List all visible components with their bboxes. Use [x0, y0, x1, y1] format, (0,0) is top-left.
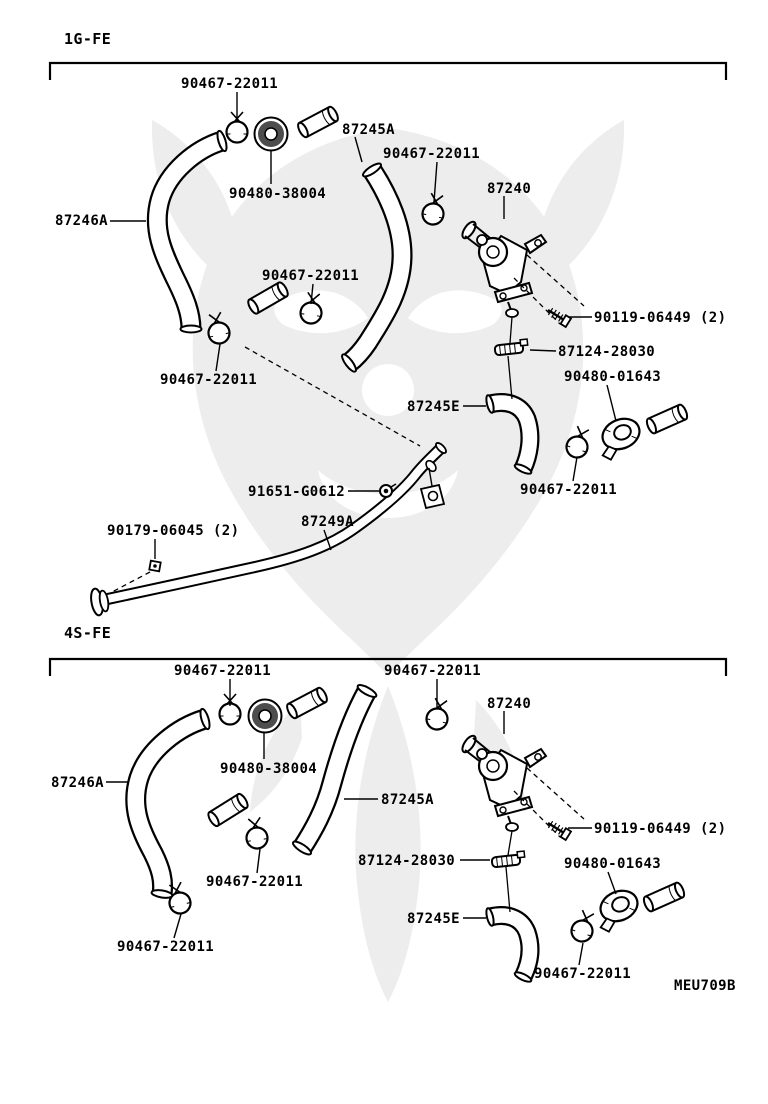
frame-top: [48, 61, 728, 80]
part-label: 90467-22011: [262, 268, 360, 284]
heater-hose-87246A: [146, 129, 228, 334]
section-1g-fe-drawing: [90, 92, 690, 617]
nut-icon: [148, 559, 162, 573]
frame-bottom: [48, 657, 728, 676]
part-label: 87245A: [381, 792, 434, 808]
plate-grommet-icon: [591, 412, 648, 464]
connector-lines: [505, 830, 513, 913]
plate-grommet-icon: [589, 884, 646, 936]
dashed-assembly-lines: [513, 767, 585, 838]
part-label: 90119-06449 (2): [594, 310, 727, 326]
part-label: 90467-22011: [181, 76, 279, 92]
part-label: 90119-06449 (2): [594, 821, 727, 837]
part-label: 90467-22011: [520, 482, 618, 498]
pipe-stub-icon: [295, 104, 341, 140]
elbow-hose-87245E: [485, 393, 540, 475]
hose-clamp-icon: [242, 815, 270, 851]
figure-code: MEU709B: [674, 978, 736, 994]
pipe-stub-icon: [641, 880, 687, 914]
part-label: 90467-22011: [117, 939, 215, 955]
part-label: 90480-01643: [564, 369, 662, 385]
hose-clamp-icon: [423, 696, 453, 733]
part-label: 87246A: [51, 775, 104, 791]
part-label: 87245A: [342, 122, 395, 138]
heater-hose-87245A: [341, 162, 413, 373]
part-label: 90480-38004: [220, 761, 318, 777]
grommet-icon: [247, 698, 283, 734]
part-label: 90179-06045 (2): [107, 523, 240, 539]
part-label: 90480-01643: [564, 856, 662, 872]
connector-lines: [507, 316, 513, 400]
pipe-stub-icon: [205, 791, 251, 829]
section-4s-fe-drawing: [106, 679, 687, 983]
part-label: 87245E: [407, 911, 460, 927]
watermark-logo: [151, 120, 625, 1002]
water-pipe-87249A: [90, 442, 447, 617]
part-label: 90467-22011: [384, 663, 482, 679]
pipe-stub-icon: [284, 685, 330, 721]
part-label: 87245E: [407, 399, 460, 415]
pipe-stub-icon: [644, 402, 690, 436]
grommet-icon: [253, 116, 289, 152]
part-label: 91651-G0612: [248, 484, 346, 500]
part-label: 90467-22011: [160, 372, 258, 388]
heater-hose-87246A: [125, 707, 211, 899]
section-title-4s-fe: 4S-FE: [64, 624, 112, 642]
leader-lines: [106, 679, 617, 966]
part-label: 90467-22011: [206, 874, 304, 890]
part-label: 90467-22011: [174, 663, 272, 679]
part-label: 87240: [487, 696, 532, 712]
part-label: 87249A: [301, 514, 354, 530]
bolt-icon: [544, 817, 573, 842]
hose-clamp-icon: [567, 907, 600, 946]
part-label: 87240: [487, 181, 532, 197]
part-label: 87124-28030: [558, 344, 656, 360]
part-label: 87124-28030: [358, 853, 456, 869]
leader-lines: [110, 92, 617, 559]
heater-hose-87245A: [291, 684, 378, 856]
part-label: 87246A: [55, 213, 108, 229]
section-title-1g-fe: 1G-FE: [64, 30, 112, 48]
part-label: 90467-22011: [383, 146, 481, 162]
dashed-assembly-lines: [111, 254, 585, 593]
elbow-hose-87245E: [485, 906, 540, 983]
part-label: 90480-38004: [229, 186, 327, 202]
part-label: 90467-22011: [534, 966, 632, 982]
